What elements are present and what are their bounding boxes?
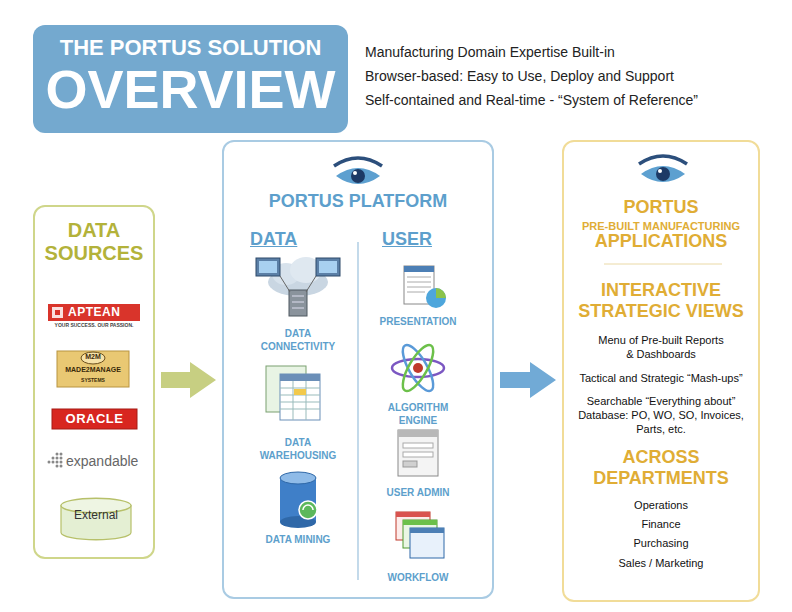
component-label: ALGORITHM ENGINE [373, 401, 463, 427]
panel-heading: APPLICATIONS [595, 232, 728, 252]
logo-text: MADE2MANAGE [57, 366, 129, 374]
logo-text: expandable [66, 453, 151, 470]
item-text: Menu of Pre-built Reports & Dashboards [596, 333, 726, 362]
department-name: Operations [634, 498, 688, 512]
component-label: WORKFLOW [373, 571, 463, 584]
title-text: OVERVIEW [45, 62, 335, 116]
oracle-logo [52, 409, 137, 429]
logo-slogan: YOUR SUCCESS. OUR PASSION. [44, 322, 144, 328]
tagline: Browser-based: Easy to Use, Deploy and S… [365, 68, 765, 85]
title-box: THE PORTUS SOLUTIONOVERVIEW [33, 25, 348, 133]
panel-heading: PORTUS PLATFORM [269, 192, 448, 212]
item-text: Searchable “Everything about” Database: … [571, 394, 751, 437]
component-label: DATA CONNECTIVITY [253, 327, 343, 353]
tagline: Manufacturing Domain Expertise Built-in [365, 44, 765, 61]
platform-panel: PORTUS PLATFORM [222, 140, 494, 599]
database-icon [280, 472, 317, 528]
panel-heading: DATA SOURCES [44, 219, 144, 265]
applications-panel: PORTUS PRE-BUILT MANUFACTURINGAPPLICATION… [562, 140, 760, 602]
cloud-server-icon [256, 257, 340, 316]
flow-arrow [161, 362, 216, 398]
source-name: External [74, 509, 118, 522]
section-heading: INTERACTIVE STRATEGIC VIEWS [576, 280, 746, 323]
admin-window-icon [398, 430, 438, 476]
report-icon [404, 266, 446, 308]
department-name: Finance [641, 517, 680, 531]
portus-eye-logo [334, 158, 382, 184]
component-label: PRESENTATION [373, 315, 463, 328]
logo-text: M2M [78, 353, 108, 361]
logo-text: ORACLE [52, 411, 137, 427]
panel-subheading: PRE-BUILT MANUFACTURING [582, 220, 740, 232]
stacked-windows-icon [396, 512, 444, 558]
section-heading: ACROSS DEPARTMENTS [576, 447, 746, 490]
logo-text: APTEAN [68, 305, 138, 319]
logo-text: SYSTEMS [57, 377, 129, 383]
component-label: USER ADMIN [373, 486, 463, 499]
department-name: Purchasing [633, 536, 688, 550]
column-divider [357, 242, 358, 580]
tagline: Self-contained and Real-time - “System o… [365, 92, 775, 109]
atom-icon [392, 341, 444, 395]
panel-heading: PORTUS [623, 198, 698, 218]
component-label: DATA MINING [253, 533, 343, 546]
external-cylinder: External [60, 497, 132, 541]
department-name: Sales / Marketing [619, 556, 704, 570]
aptean-logo [48, 304, 140, 321]
flow-arrow [500, 362, 556, 398]
component-label: DATA WAREHOUSING [253, 436, 343, 462]
column-heading: DATA [250, 230, 320, 250]
expandable-logo [48, 453, 63, 468]
section-divider [604, 264, 722, 265]
spreadsheet-icon [266, 366, 320, 420]
made2manage-logo [57, 351, 129, 387]
column-heading: USER [382, 230, 452, 250]
title-text: THE PORTUS SOLUTION [60, 35, 322, 60]
portus-eye-logo [639, 156, 687, 182]
item-text: Tactical and Strategic “Mash-ups” [579, 371, 742, 385]
